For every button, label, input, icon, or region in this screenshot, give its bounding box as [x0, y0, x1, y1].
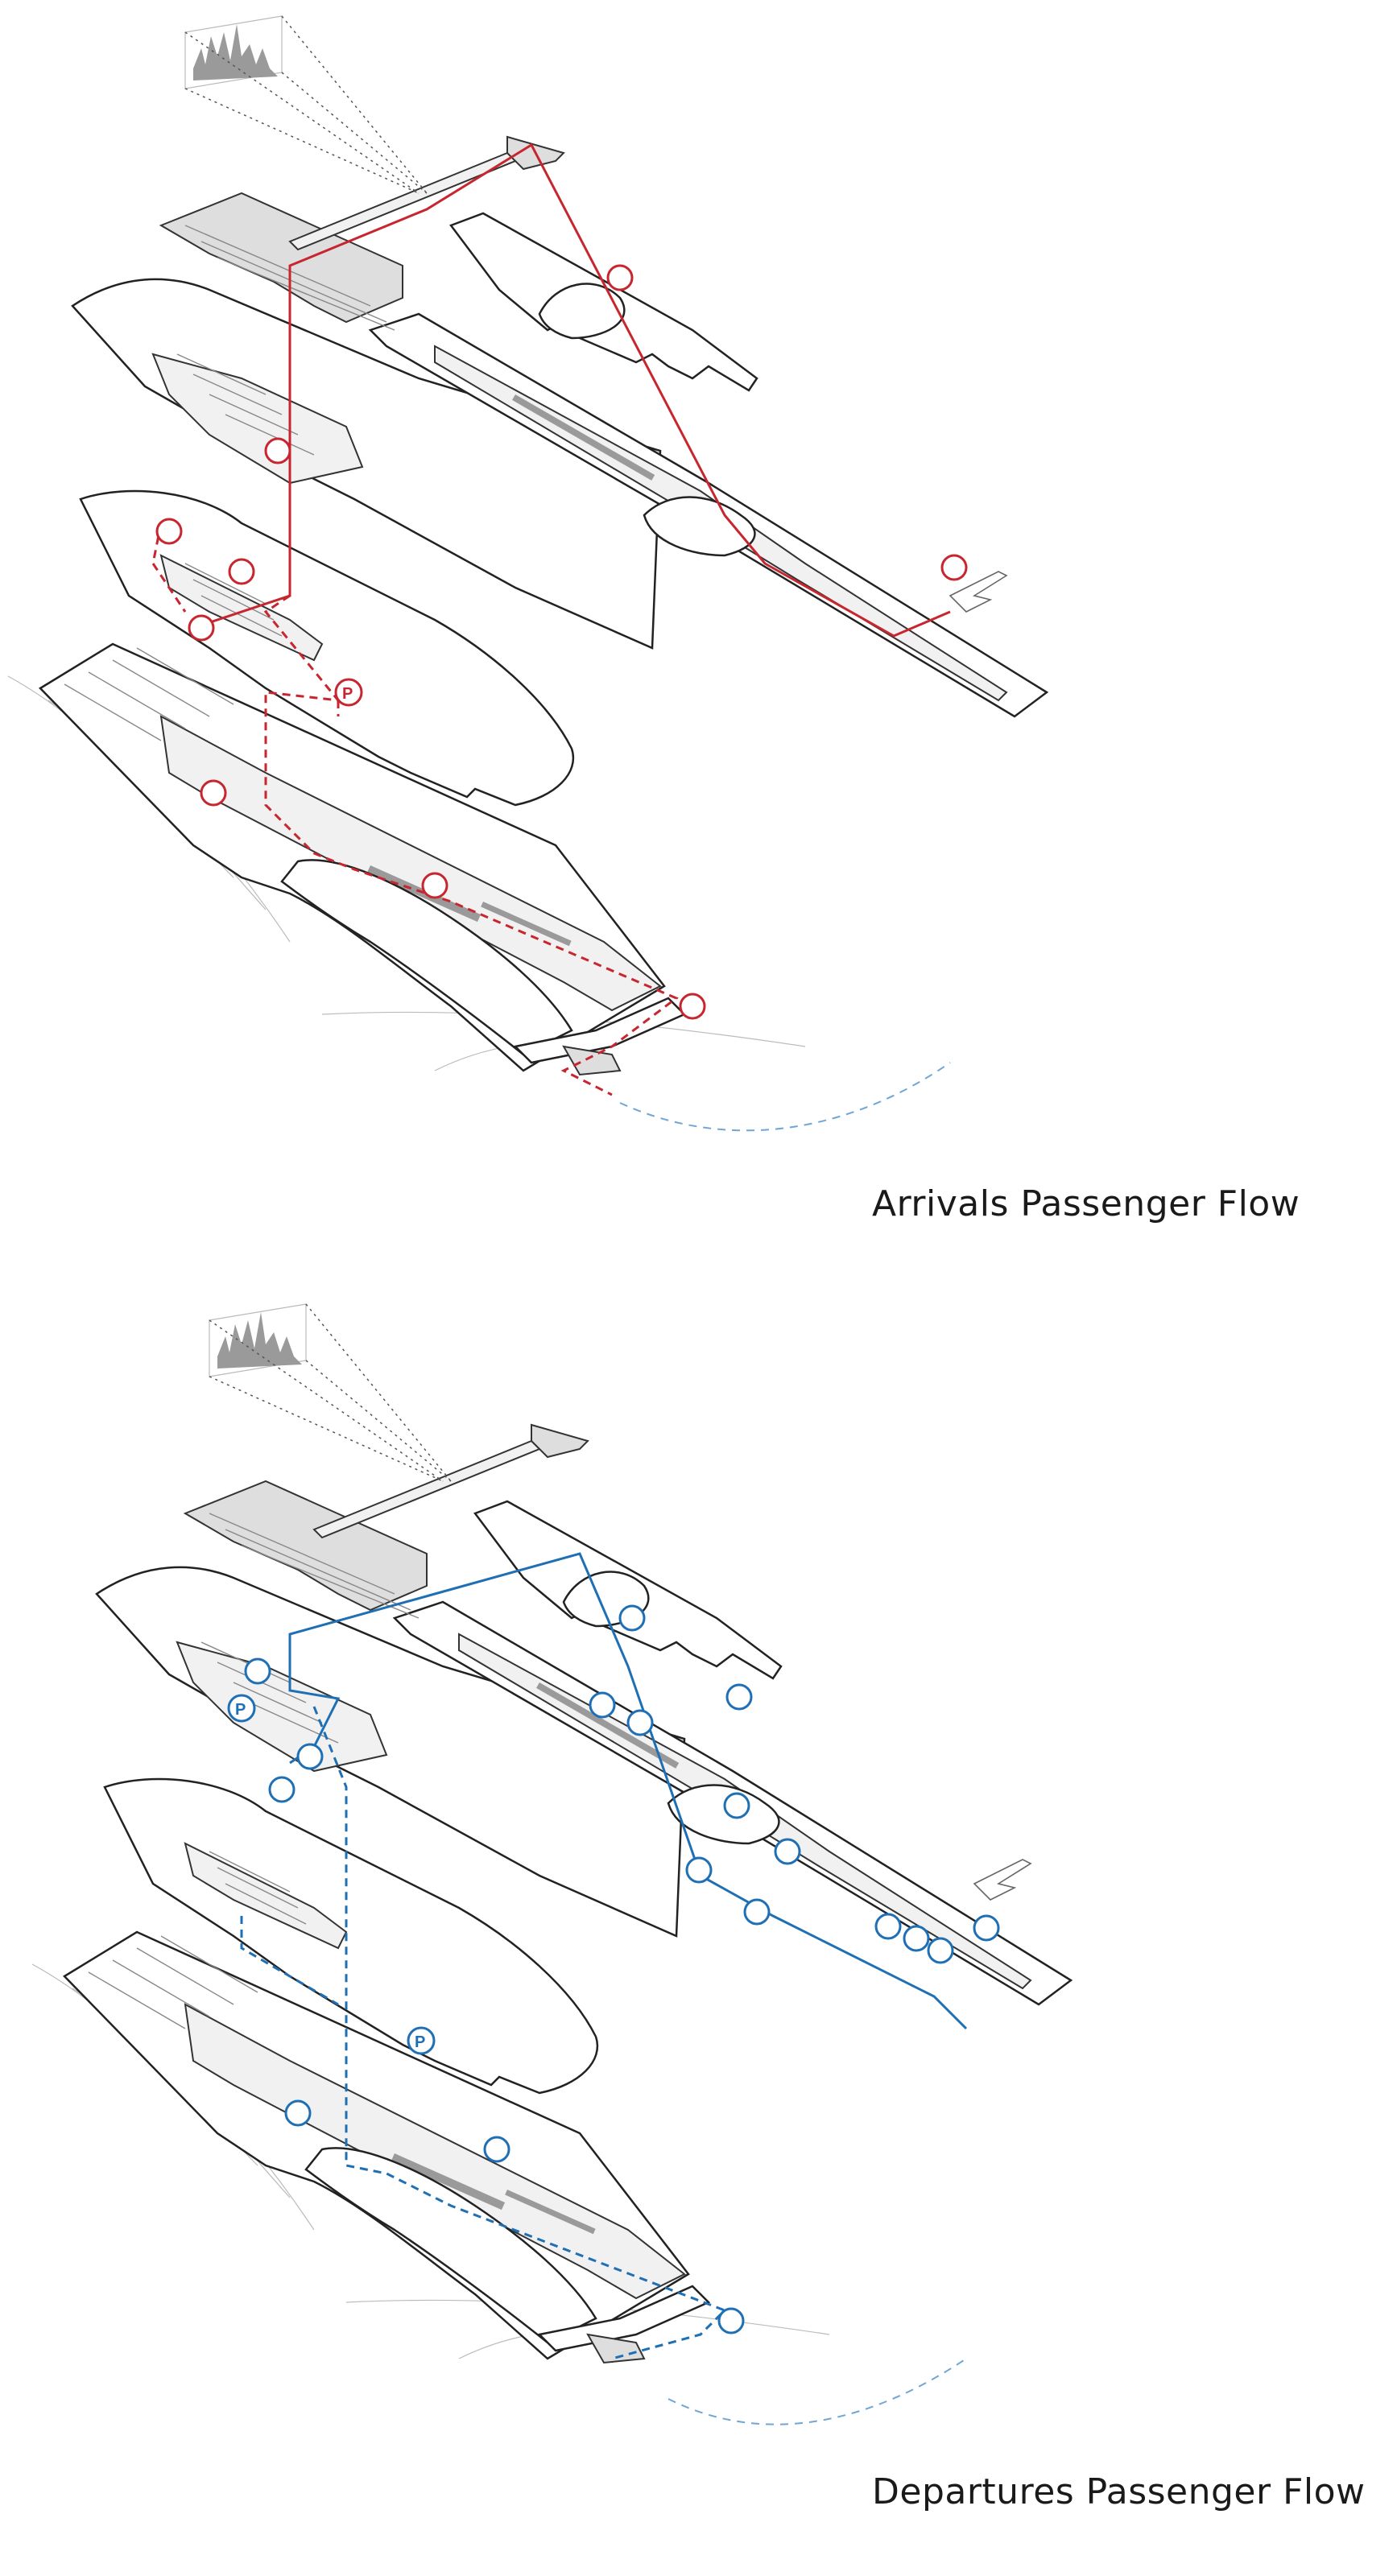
departures-diagram: P P: [31, 1302, 1073, 2425]
arrivals-panel: P Arrivals Passenger Flow: [6, 14, 1300, 1224]
departures-panel: P P Departures Passenger Flow: [0, 1288, 1397, 2576]
baggage-icon: [228, 558, 255, 585]
elevator-icon: [874, 1913, 902, 1940]
arrivals-diagram: P: [6, 14, 1048, 1132]
bar-icon: [743, 1898, 771, 1926]
parking-icon-letter: P: [235, 1701, 246, 1719]
arrivals-caption: Arrivals Passenger Flow: [872, 1183, 1300, 1224]
parking-icon: [227, 1694, 256, 1723]
taxi-icon: [155, 518, 183, 545]
bus-icon: [717, 2307, 745, 2334]
parking-icon: [407, 2026, 436, 2055]
parking-icon: [334, 678, 363, 707]
escalator-icon: [606, 264, 634, 291]
car-icon: [284, 2099, 312, 2127]
departures-route-dashed: [240, 1706, 727, 2360]
parking-icon-letter: P: [342, 685, 353, 703]
gate-icon: [940, 554, 968, 581]
toilet-icon: [903, 1925, 930, 1952]
airplane-icon: [973, 1914, 1000, 1942]
bus-icon: [679, 993, 706, 1020]
train-icon: [483, 2136, 510, 2163]
departures-route-solid: [288, 1552, 968, 2030]
departures-caption: Departures Passenger Flow: [872, 2471, 1366, 2512]
car-icon: [268, 1776, 296, 1803]
restaurant-icon: [685, 1856, 713, 1884]
parking-icon-letter: P: [415, 2033, 425, 2051]
escalator-icon: [723, 1792, 750, 1819]
bar-icon: [626, 1709, 654, 1736]
seat-icon: [725, 1683, 753, 1711]
arrivals-route-dashed: [151, 522, 679, 1096]
car-icon: [200, 779, 227, 807]
escalator-icon: [618, 1604, 646, 1632]
elevator-icon: [774, 1838, 801, 1865]
escalator-icon: [244, 1657, 271, 1685]
escalator-icon: [264, 437, 291, 464]
check-in-icon: [296, 1743, 324, 1770]
car-icon: [188, 614, 215, 642]
arrivals-route-solid: [192, 142, 951, 638]
accessible-icon: [927, 1937, 954, 1964]
train-icon: [421, 872, 448, 899]
restaurant-icon: [589, 1691, 616, 1719]
